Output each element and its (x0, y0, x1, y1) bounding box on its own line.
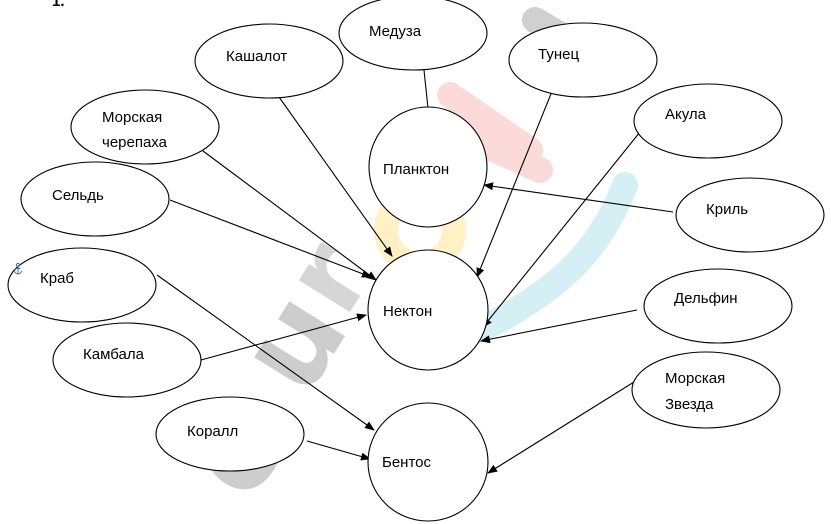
node-shape (368, 106, 488, 228)
node-shape (675, 177, 825, 253)
edge-cherepakha-nekton (202, 150, 377, 281)
node-label: Сельдь (52, 187, 104, 204)
node-shape (508, 22, 658, 98)
node-label: Акула (665, 106, 707, 123)
node-bentos: Бентос (367, 402, 489, 522)
node-tunets: Тунец (508, 22, 658, 98)
node-label: Морская (102, 109, 162, 126)
node-shape (367, 249, 489, 371)
anchor-icon (13, 262, 23, 275)
node-shape (70, 89, 220, 165)
node-label: Камбала (83, 346, 145, 363)
node-shape (7, 247, 157, 323)
node-shape (52, 322, 202, 398)
edge-kril-plankton (483, 182, 674, 213)
node-seld: Сельдь (20, 161, 170, 237)
node-label: Медуза (369, 23, 422, 40)
node-label: Тунец (538, 46, 579, 63)
node-krab: Краб (7, 247, 157, 323)
node-shape (633, 83, 783, 159)
edge-tunets-nekton (476, 78, 558, 278)
node-morskaya-zvezda: Морская Звезда (631, 351, 781, 429)
edges (156, 69, 674, 474)
edge-delfin-nekton (480, 309, 638, 344)
node-label: Звезда (665, 396, 714, 413)
node-label: Коралл (187, 423, 238, 440)
node-delfin: Дельфин (643, 268, 793, 344)
node-label: Бентос (382, 454, 432, 471)
node-label: черепаха (102, 134, 168, 151)
node-label: Морская (665, 370, 725, 387)
node-plankton: Планктон (368, 106, 488, 228)
node-label: Нектон (383, 303, 432, 320)
edge-korall-bentos (306, 440, 371, 461)
node-shape (367, 402, 489, 522)
node-shape (194, 23, 344, 99)
node-label: Криль (706, 201, 748, 218)
edge-akula-nekton (482, 131, 641, 328)
node-meduza: Медуза (338, 0, 488, 71)
edge-kashalot-nekton (278, 96, 393, 257)
watermark-letter (467, 172, 638, 343)
node-morskaya-cherepakha: Морская черепаха (70, 89, 220, 165)
node-label: Дельфин (674, 290, 738, 307)
node-kashalot: Кашалот (194, 23, 344, 99)
node-shape (631, 351, 781, 429)
node-kril: Криль (675, 177, 825, 253)
node-shape (338, 0, 488, 71)
node-label: Кашалот (226, 48, 287, 65)
node-korall: Коралл (155, 396, 305, 472)
heading: 1. (52, 0, 65, 10)
node-label: Планктон (383, 161, 449, 178)
node-shape (643, 268, 793, 344)
edge-zvezda-bentos (487, 381, 635, 474)
edge-seld-nekton (169, 199, 372, 278)
node-kambala: Камбала (52, 322, 202, 398)
node-akula: Акула (633, 83, 783, 159)
node-label: Краб (40, 270, 74, 287)
edge-kambala-nekton (200, 313, 367, 361)
edge-krab-bentos (156, 274, 375, 431)
node-shape (20, 161, 170, 237)
node-shape (155, 396, 305, 472)
node-nekton: Нектон (367, 249, 489, 371)
